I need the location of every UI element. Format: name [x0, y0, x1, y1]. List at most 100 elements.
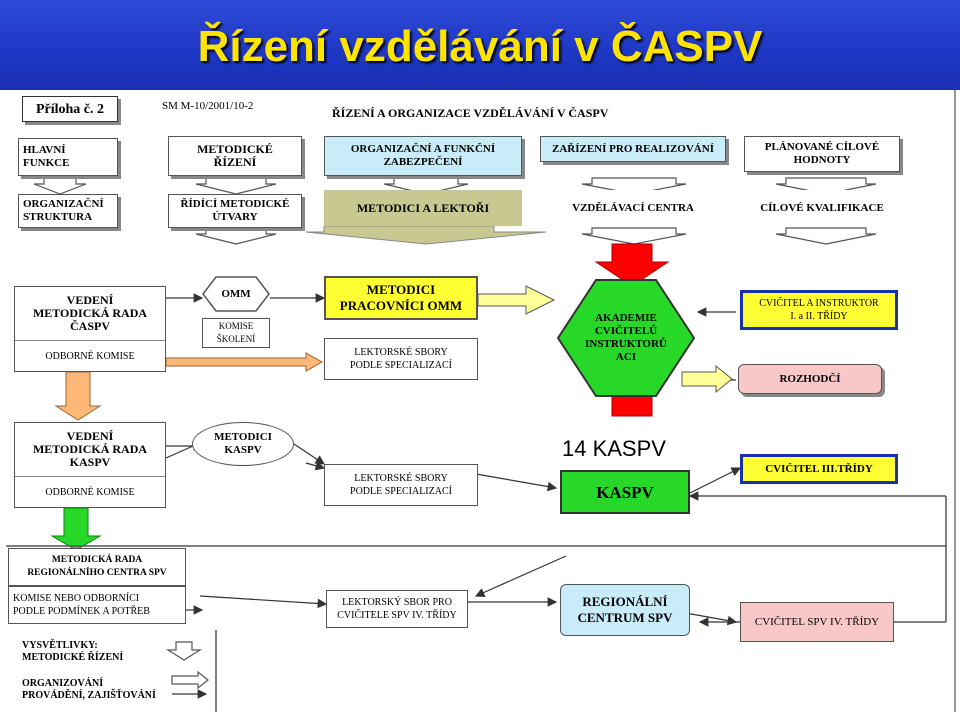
vzdelavaci-label: VZDĚLÁVACÍ CENTRA: [572, 201, 694, 214]
caspv-komise-label: ODBORNÉ KOMISE: [45, 350, 135, 362]
metodici-omm-line2: PRACOVNÍCI OMM: [339, 298, 463, 313]
orange-arrow: [165, 352, 324, 372]
regional-centrum-line2: CENTRUM SPV: [577, 610, 673, 625]
regional-centrum-box: REGIONÁLNÍ CENTRUM SPV: [560, 584, 690, 636]
cilove-box: CÍLOVÉ KVALIFIKACE: [744, 190, 900, 226]
org-line1: ORGANIZAČNÍ: [23, 198, 104, 210]
orange-down-arrow: [54, 371, 102, 421]
priloha-label: Příloha č. 2: [35, 101, 105, 117]
metodici-lektori-label: METODICI A LEKTOŘI: [356, 200, 490, 215]
org-struktura-box: ORGANIZAČNÍ STRUKTURA: [18, 194, 118, 228]
kaspv-lektorske-line2: PODLE SPECIALIZACÍ: [350, 486, 452, 497]
cvicitel3-label: CVIČITEL III.TŘÍDY: [765, 462, 873, 475]
caspv-lektorske-box: LEKTORSKÉ SBORY PODLE SPECIALIZACÍ: [324, 338, 478, 380]
yellow-arrow: [477, 285, 556, 315]
kaspv-name-label: KASPV: [69, 455, 111, 470]
komise-line: KOMISE: [218, 321, 254, 331]
organizacni-line2: ZABEZPEČENÍ: [383, 156, 463, 168]
arrow-down-3: [383, 177, 469, 195]
regional-komise-line1: KOMISE NEBO ODBORNÍCI: [13, 593, 140, 604]
ridici-line2: ÚTVARY: [212, 211, 258, 223]
akademie-line1: AKADEMIE: [595, 312, 657, 324]
arrow-down-6: [195, 227, 277, 245]
kaspv-lektorske-box: LEKTORSKÉ SBORY PODLE SPECIALIZACÍ: [324, 464, 478, 506]
title-bar: Řízení vzdělávání v ČASPV: [0, 0, 960, 90]
vzdelavaci-box: VZDĚLÁVACÍ CENTRA: [540, 190, 726, 226]
legend-arrow-right: [171, 670, 209, 690]
caspv-name-label: ČASPV: [69, 319, 110, 334]
regional-rada-line1: METODICKÁ RADA: [51, 555, 143, 565]
metodicke-rizeni-box: METODICKÉ ŘÍZENÍ: [168, 136, 302, 176]
cvicitel-line1: CVIČITEL A INSTRUKTOR: [759, 298, 879, 309]
hlavni-line2: FUNKCE: [23, 157, 70, 169]
hlavni-line1: HLAVNÍ: [23, 144, 66, 156]
omm-label: OMM: [221, 287, 251, 300]
olive-down-arrow: [305, 225, 547, 245]
metodici-lektori-box: METODICI A LEKTOŘI: [324, 190, 522, 226]
regional-lektorsky-line1: LEKTORSKÝ SBOR PRO: [342, 597, 452, 608]
arrow-down-8: [775, 227, 877, 245]
regional-komise-box: KOMISE NEBO ODBORNÍCI PODLE PODMÍNEK A P…: [8, 586, 186, 624]
metodici-kaspv-line2: KASPV: [224, 444, 262, 456]
kaspv-box-label: KASPV: [596, 482, 654, 502]
akademie-line4: ACI: [615, 351, 637, 363]
rozhodci-label: ROZHODČÍ: [779, 372, 841, 385]
metodicke-line2: ŘÍZENÍ: [213, 155, 257, 169]
kaspv-vedeni-label: VEDENÍ: [66, 429, 114, 444]
akademie-line2: CVIČITELŮ: [594, 325, 658, 337]
omm-hexagon: OMM: [202, 276, 270, 312]
planovane-box: PLÁNOVANÉ CÍLOVÉ HODNOTY: [744, 136, 900, 172]
cvicitel-box: CVIČITEL A INSTRUKTOR I. a II. TŘÍDY: [740, 290, 898, 330]
caspv-lektorske-line1: LEKTORSKÉ SBORY: [354, 347, 448, 358]
arrow-down-7: [581, 227, 687, 245]
rozhodci-box: ROZHODČÍ: [738, 364, 882, 394]
arrow-down-2: [195, 177, 277, 195]
cvicitel3-box: CVIČITEL III.TŘÍDY: [740, 454, 898, 484]
priloha-box: Příloha č. 2: [22, 96, 118, 122]
cvicitel4-box: CVIČITEL SPV IV. TŘÍDY: [740, 602, 894, 642]
komise-skoleni-box: KOMISE ŠKOLENÍ: [202, 318, 270, 348]
kaspv-lektorske-line1: LEKTORSKÉ SBORY: [354, 473, 448, 484]
metodici-kaspv-ellipse: METODICI KASPV: [192, 422, 294, 466]
organizacni-line1: ORGANIZAČNÍ A FUNKČNÍ: [350, 143, 496, 155]
diagram-heading: ŘÍZENÍ A ORGANIZACE VZDĚLÁVÁNÍ V ČASPV: [332, 106, 609, 120]
metodici-omm-line1: METODICI: [366, 282, 436, 297]
legend-item2-line1: ORGANIZOVÁNÍ: [22, 678, 104, 689]
akademie-hexagon: AKADEMIE CVIČITELŮ INSTRUKTORŮ ACI: [556, 278, 696, 398]
cilove-label: CÍLOVÉ KVALIFIKACE: [760, 201, 884, 214]
green-down-arrow: [50, 507, 102, 551]
kaspv-komise-label: ODBORNÉ KOMISE: [45, 486, 135, 498]
organizacni-box: ORGANIZAČNÍ A FUNKČNÍ ZABEZPEČENÍ: [324, 136, 522, 176]
page-title: Řízení vzdělávání v ČASPV: [197, 22, 763, 71]
kaspv-count-label: 14 KASPV: [562, 436, 666, 461]
skoleni-line: ŠKOLENÍ: [216, 334, 256, 344]
zarizeni-label: ZAŘÍZENÍ PRO REALIZOVÁNÍ: [552, 143, 714, 155]
regional-rada-box: METODICKÁ RADA REGIONÁLNÍHO CENTRA SPV: [8, 548, 186, 586]
arrow-down-4: [581, 177, 687, 195]
org-line2: STRUKTURA: [23, 211, 93, 223]
cvicitel4-label: CVIČITEL SPV IV. TŘÍDY: [754, 615, 880, 628]
caspv-rada-label: METODICKÁ RADA: [32, 306, 148, 321]
metodicke-line1: METODICKÉ: [197, 142, 273, 156]
metodici-kaspv-line1: METODICI: [214, 431, 272, 443]
caspv-lektorske-line2: PODLE SPECIALIZACÍ: [350, 360, 452, 371]
kaspv-box: KASPV: [560, 470, 690, 514]
regional-lektorsky-line2: CVIČITELE SPV IV. TŘÍDY: [337, 610, 457, 621]
ridici-box: ŘÍDÍCÍ METODICKÉ ÚTVARY: [168, 194, 302, 228]
legend-item2-line2: PROVÁDĚNÍ, ZAJIŠŤOVÁNÍ: [22, 690, 156, 701]
caspv-vedeni-box: VEDENÍ METODICKÁ RADA ČASPV ODBORNÉ KOMI…: [14, 286, 166, 372]
cvicitel-line2: I. a II. TŘÍDY: [790, 311, 848, 322]
kaspv-rada-label: METODICKÁ RADA: [32, 442, 148, 457]
akademie-line3: INSTRUKTORŮ: [585, 338, 667, 350]
regional-komise-line2: PODLE PODMÍNEK A POTŘEB: [13, 606, 150, 617]
metodici-omm-box: METODICI PRACOVNÍCI OMM: [324, 276, 478, 320]
arrow-down-1: [33, 177, 87, 195]
sm-label: SM M-10/2001/10-2: [162, 100, 254, 112]
connector-layer: [6, 177, 947, 712]
red-arrow-top: [594, 243, 670, 287]
planovane-line2: HODNOTY: [793, 154, 851, 166]
zarizeni-box: ZAŘÍZENÍ PRO REALIZOVÁNÍ: [540, 136, 726, 162]
legend-item1: METODICKÉ ŘÍZENÍ: [22, 652, 124, 663]
regional-rada-line2: REGIONÁLNÍHO CENTRA SPV: [27, 568, 167, 578]
caspv-vedeni-label: VEDENÍ: [66, 293, 114, 308]
